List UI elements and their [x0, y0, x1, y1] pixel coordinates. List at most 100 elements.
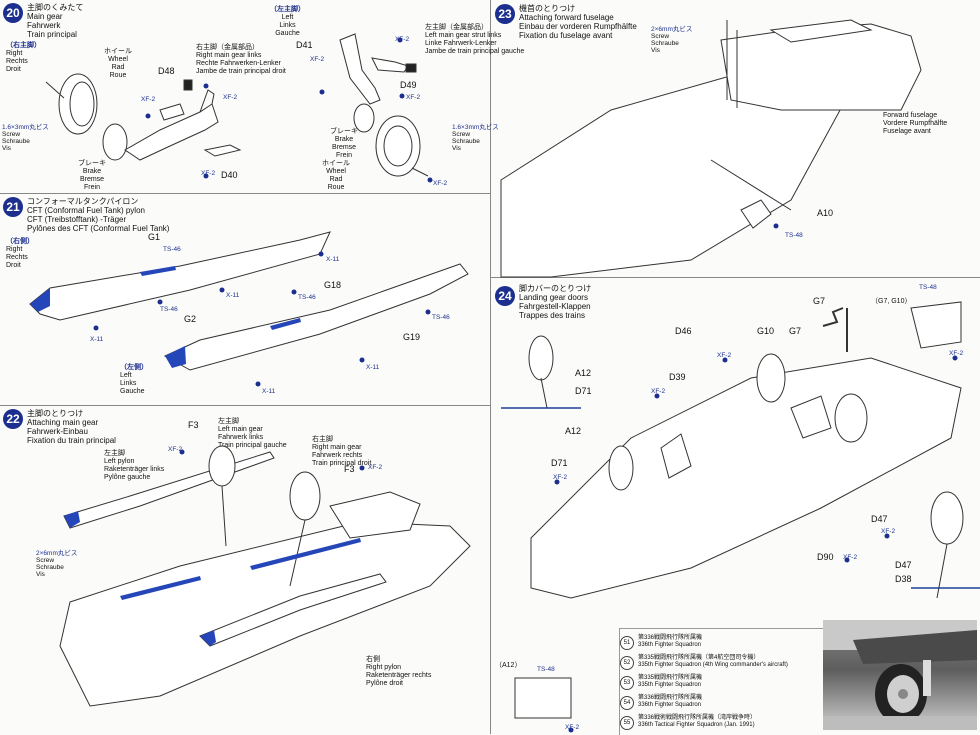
paint-xf2-g: XF-2: [433, 180, 448, 187]
paint-xf2-a: XF-2: [717, 352, 732, 359]
part-D47-mid: D47: [871, 514, 888, 524]
paint-xf2-c: XF-2: [553, 474, 568, 481]
landing-gear-photo-icon: [823, 620, 977, 730]
part-G19: G19: [403, 332, 421, 342]
paint-xf2-a: XF-2: [168, 446, 183, 453]
part-D38: D38: [895, 574, 912, 584]
part-A12-top: A12: [575, 368, 592, 378]
cement-ts48: TS-48: [785, 232, 803, 239]
decal-badge: 51: [620, 636, 634, 650]
paint-x11-d: X-11: [366, 364, 380, 371]
part-G7-mid: G7: [789, 326, 802, 336]
paint-xf2-d: XF-2: [881, 528, 896, 535]
paint-xf2-f: XF-2: [406, 94, 421, 101]
paint-x11-c: X-11: [90, 336, 104, 343]
part-D71-mid: D71: [551, 458, 568, 468]
part-D46: D46: [675, 326, 692, 336]
part-F3-right: F3: [344, 464, 355, 474]
legend-row: 55 第336戦術戦闘飛行隊所属機（湾岸戦争時）336th Tactical F…: [620, 715, 830, 730]
divider-21-22: [0, 405, 490, 406]
part-A12-mid: A12: [565, 426, 582, 436]
main-gear-drawing: [45, 33, 433, 183]
gear-doors-drawing: [501, 301, 980, 733]
vertical-divider: [490, 0, 491, 734]
g7-g10-label: （G7, G10）: [871, 298, 912, 305]
part-G1: G1: [148, 232, 161, 242]
cft-pylon-drawing: [29, 231, 469, 387]
paint-x11-e: X-11: [262, 388, 276, 395]
paint-x11-b: X-11: [226, 292, 240, 299]
paint-xf2-e: XF-2: [310, 56, 325, 63]
paint-xf2-a: XF-2: [141, 96, 156, 103]
part-G7-top: G7: [813, 296, 826, 306]
part-D48: D48: [158, 66, 175, 76]
decal-badge: 53: [620, 676, 634, 690]
step-number: 23: [495, 4, 515, 24]
part-D49: D49: [400, 80, 417, 90]
paint-xf2-g: XF-2: [565, 724, 580, 731]
decal-badge: 54: [620, 696, 634, 710]
paint-xf2-e: XF-2: [843, 554, 858, 561]
paint-xf2-b: XF-2: [651, 388, 666, 395]
part-D90: D90: [817, 552, 834, 562]
cement-ts46-c: TS-46: [298, 294, 316, 301]
cement-ts48-a: TS-48: [919, 284, 937, 291]
paint-xf2-c: XF-2: [201, 170, 216, 177]
legend-text: 第335戦闘飛行隊所属機（第4航空団司令機）335th Fighter Squa…: [638, 655, 788, 668]
paint-xf2-b: XF-2: [223, 94, 238, 101]
paint-xf2-f: XF-2: [949, 350, 964, 357]
divider-20-21: [0, 193, 490, 194]
paint-xf2-b: XF-2: [368, 464, 383, 471]
a12-label: （A12）: [495, 662, 522, 669]
legend-row: 52 第335戦闘飛行隊所属機（第4航空団司令機）335th Fighter S…: [620, 655, 830, 670]
cement-ts48-b: TS-48: [537, 666, 555, 673]
step-number: 22: [3, 409, 23, 429]
part-D41: D41: [296, 40, 313, 50]
part-D47-inset: D47: [895, 560, 912, 570]
divider-23-24: [491, 277, 980, 278]
cement-ts46-b: TS-46: [160, 306, 178, 313]
part-F3-left: F3: [188, 420, 199, 430]
decal-badge: 52: [620, 656, 634, 670]
cement-ts46-a: TS-46: [163, 246, 181, 253]
step-number: 21: [3, 197, 23, 217]
part-G10: G10: [757, 326, 775, 336]
cement-ts46-d: TS-46: [432, 314, 450, 321]
paint-x11-a: X-11: [326, 256, 340, 263]
part-D39: D39: [669, 372, 686, 382]
part-D71-top: D71: [575, 386, 592, 396]
forward-fuselage-drawing: [500, 19, 922, 278]
decal-badge: 55: [620, 716, 634, 730]
